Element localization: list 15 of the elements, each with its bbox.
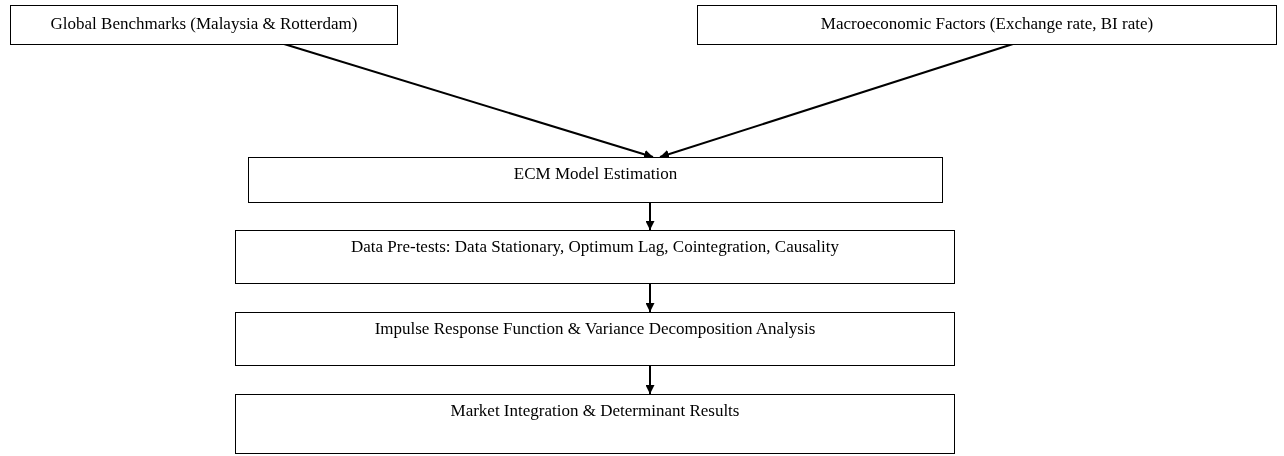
process-box bbox=[697, 5, 1277, 45]
process-box bbox=[248, 157, 943, 203]
box-text: Impulse Response Function & Variance Decomposition Analysis bbox=[374, 319, 816, 340]
box-text: Data Pre-tests: Data Stationary, Optimum Lag, Cointegration, Causality bbox=[351, 237, 839, 258]
arrow bbox=[645, 365, 655, 395]
process-box bbox=[235, 312, 955, 366]
box-text: Market Integration & Determinant Results bbox=[450, 401, 740, 422]
box-text: ECM Model Estimation bbox=[513, 164, 678, 185]
process-box bbox=[235, 230, 955, 284]
arrow bbox=[645, 283, 655, 313]
process-box bbox=[235, 394, 955, 454]
process-box bbox=[10, 5, 398, 45]
box-text: Global Benchmarks (Malaysia & Rotterdam) bbox=[50, 14, 358, 35]
box-text: Macroeconomic Factors (Exchange rate, BI rate) bbox=[820, 14, 1154, 35]
arrow bbox=[645, 202, 655, 231]
